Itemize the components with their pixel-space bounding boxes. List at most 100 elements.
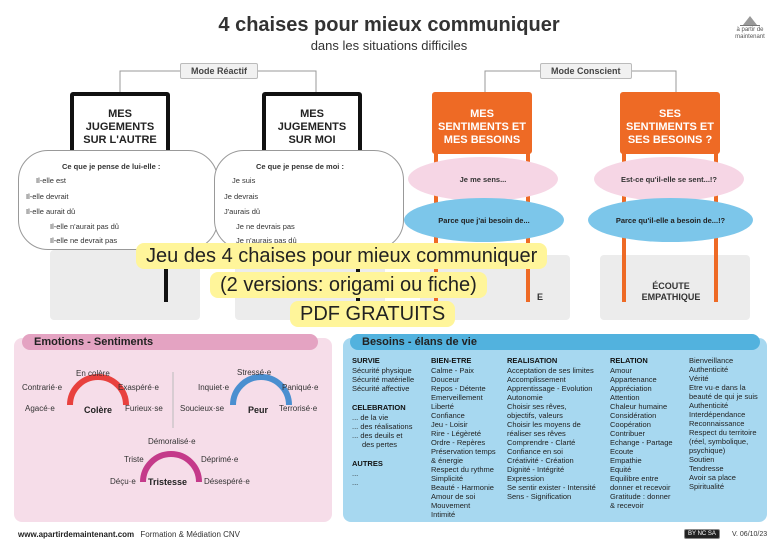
need-item: Soutien [689, 455, 715, 464]
needs-col-survie: SURVIE Sécurité physique Sécurité matéri… [352, 356, 442, 487]
promo-banner-line1: Jeu des 4 chaises pour mieux communiquer [136, 243, 548, 269]
needs-title: Besoins - élans de vie [350, 334, 760, 350]
emotion-tristesse-top: Démoralisé·e [148, 437, 196, 446]
need-item: Appréciation [610, 384, 652, 393]
emotions-panel [14, 338, 332, 522]
need-item: Intimité [431, 510, 456, 519]
version-label: V. 06/10/23 [732, 531, 768, 538]
other-feel-bubble: Est-ce qu'il-elle se sent...!? [594, 157, 744, 201]
emotion-tristesse-bottom-right: Désespéré·e [204, 477, 250, 486]
cloud-self-line: Je ne devrais pas [236, 222, 295, 231]
footer-tagline: Formation & Médiation CNV [140, 530, 240, 539]
mode-conscious-label: Mode Conscient [540, 63, 632, 79]
need-item: Reconnaissance [689, 419, 745, 428]
chair-4-back: SES SENTIMENTS ET SES BESOINS ? [620, 92, 720, 154]
need-item: Calme - Paix [431, 366, 474, 375]
promo-banner-line3: PDF GRATUITS [290, 301, 456, 327]
footer-credit: www.apartirdemaintenant.com Formation & … [18, 530, 240, 539]
cc-license-badge: BY NC SA [684, 529, 720, 539]
need-item: Respect du territoire [689, 428, 757, 437]
me-feel-bubble: Je me sens... [408, 157, 558, 201]
needs-bien-etre-title: BIEN-ETRE [431, 356, 472, 365]
emotion-tristesse-center: Tristesse [148, 477, 188, 487]
needs-col-bien-etre: BIEN-ETRE Calme - Paix Douceur Repos - D… [431, 356, 503, 519]
needs-realisation-title: REALISATION [507, 356, 558, 365]
cloud-other-line: Il-elle aurait dû [26, 207, 76, 216]
need-item: Se sentir exister - Intensité [507, 483, 596, 492]
need-item: objectifs, valeurs [507, 411, 563, 420]
need-item: Préservation temps [431, 447, 496, 456]
need-item: Chaleur humaine [610, 402, 668, 411]
cloud-self-heading: Ce que je pense de moi : [256, 162, 344, 171]
need-item: ... des réalisations [352, 422, 413, 431]
mode-connectors [119, 70, 677, 95]
need-item: Contribuer [610, 429, 646, 438]
need-item: Sécurité physique [352, 366, 412, 375]
need-item: ... [352, 469, 359, 478]
needs-panel [343, 338, 767, 522]
brand-logo: à partir de maintenant [728, 14, 772, 41]
cloud-other-heading: Ce que je pense de lui-elle : [62, 162, 161, 171]
need-item: Confiance en soi [507, 447, 563, 456]
need-item: Repos - Détente [431, 384, 486, 393]
emotion-peur-bottom-left: Soucieux·se [180, 404, 225, 413]
need-item: Echange - Partage [610, 438, 673, 447]
mountain-icon [740, 14, 760, 26]
needs-celebration-title: CELEBRATION [352, 403, 406, 412]
need-item: Rire - Légèreté [431, 429, 482, 438]
need-item: Jeu - Loisir [431, 420, 468, 429]
cloud-other-line: Il-elle devrait [26, 192, 69, 201]
need-item: Empathie [610, 456, 642, 465]
needs-survie-title: SURVIE [352, 356, 380, 365]
emotion-tristesse-left: Triste [124, 455, 144, 464]
need-item: Sécurité matérielle [352, 375, 415, 384]
need-item: ... de la vie [352, 413, 389, 422]
cloud-self-line: Je n'aurais pas dû [236, 236, 297, 245]
footer-website-link[interactable]: www.apartirdemaintenant.com [18, 530, 135, 539]
need-item: Respect du rythme [431, 465, 494, 474]
emotion-peur-bottom-right: Terrorisé·e [279, 404, 318, 413]
need-item: Confiance [431, 411, 465, 420]
emotion-peur-left: Inquiet·e [198, 383, 230, 392]
need-item: réaliser ses rêves [507, 429, 566, 438]
need-item: Interdépendance [689, 410, 746, 419]
need-item: Simplicité [431, 474, 464, 483]
need-item: Equité [610, 465, 632, 474]
need-item: (réel, symbolique, [689, 437, 749, 446]
emotion-colere-right: Exaspéré·e [118, 383, 159, 392]
need-item: Authenticité [689, 401, 729, 410]
cloud-self-line: Je suis [232, 176, 256, 185]
need-item: Tendresse [689, 464, 724, 473]
page-subtitle: dans les situations difficiles [310, 38, 468, 53]
needs-col-relation-2: Bienveillance Authenticité Vérité Etre v… [689, 356, 765, 491]
need-item: Comprendre - Clarté [507, 438, 576, 447]
seat-label-line2: EMPATHIQUE [641, 292, 701, 302]
need-item: Apprentissage - Evolution [507, 384, 593, 393]
cloud-other-line: Il-elle ne devrait pas [50, 236, 118, 245]
needs-relation-title: RELATION [610, 356, 648, 365]
need-item: Mouvement [431, 501, 471, 510]
cloud-other-line: Il-elle n'aurait pas dû [50, 222, 119, 231]
need-item: Vérité [689, 374, 709, 383]
need-item: des pertes [362, 440, 398, 449]
need-item: Emerveillement [431, 393, 483, 402]
need-item: Attention [610, 393, 640, 402]
chair-1-back: MES JUGEMENTS SUR L'AUTRE [70, 92, 170, 154]
need-item: Liberté [431, 402, 454, 411]
need-item: beauté de qui je suis [689, 392, 758, 401]
chair-3-back: MES SENTIMENTS ET MES BESOINS [432, 92, 532, 154]
need-item: Spiritualité [689, 482, 725, 491]
emotion-colere-bottom-right: Furieux·se [125, 404, 163, 413]
need-item: ... [352, 478, 359, 487]
need-item: Autonomie [507, 393, 543, 402]
me-need-bubble: Parce que j'ai besoin de... [404, 198, 564, 242]
emotion-tristesse-bottom-left: Déçu·e [110, 477, 136, 486]
emotion-peur-right: Paniqué·e [282, 383, 319, 392]
need-item: Ordre - Repères [431, 438, 486, 447]
emotion-colere-center: Colère [84, 405, 113, 415]
page-title: 4 chaises pour mieux communiquer [218, 14, 560, 36]
emotion-colere-bottom-left: Agacé·e [25, 404, 55, 413]
need-item: Avoir sa place [689, 473, 736, 482]
need-item: Authenticité [689, 365, 729, 374]
